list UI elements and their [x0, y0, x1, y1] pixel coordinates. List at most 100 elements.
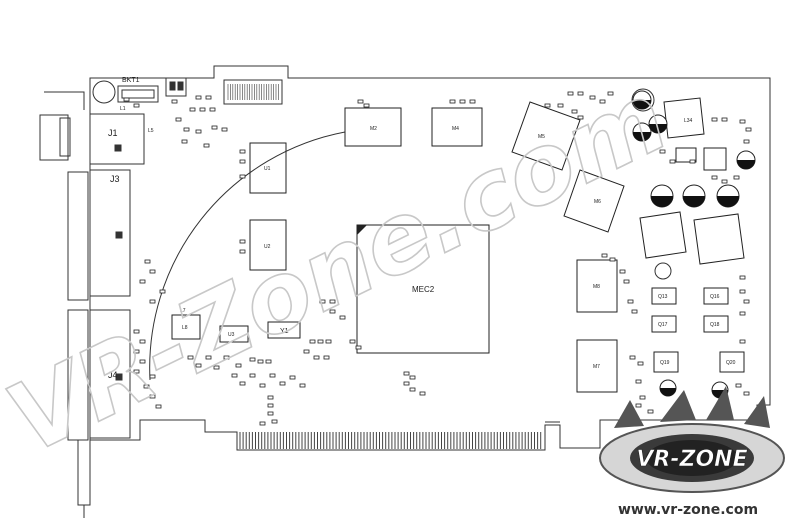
connectors [89, 113, 145, 439]
smd-part [721, 117, 728, 122]
connector-j1 [89, 113, 145, 165]
smd-part [139, 359, 146, 364]
smd-part [133, 369, 140, 374]
smd-part [155, 404, 162, 409]
label-bracket: BKT1 [122, 77, 140, 84]
smd-part [123, 97, 130, 102]
label-q18: Q18 [710, 322, 720, 328]
smd-part [339, 315, 346, 320]
smd-part [319, 299, 326, 304]
smd-part [711, 117, 718, 122]
smd-part [175, 117, 182, 122]
smd-components [123, 91, 752, 426]
smd-part [743, 299, 750, 304]
smd-part [181, 139, 188, 144]
smd-part [599, 99, 606, 104]
label-q20: Q20 [726, 360, 736, 366]
smd-part [711, 175, 718, 180]
chip-m5 [511, 101, 581, 171]
smd-part [419, 391, 426, 396]
q13 [651, 287, 677, 305]
smd-part [139, 339, 146, 344]
smd-part [271, 419, 278, 424]
label-q13: Q13 [658, 294, 668, 300]
q18 [703, 315, 729, 333]
smd-part [469, 99, 476, 104]
chip-u3 [219, 325, 249, 343]
smd-part [149, 374, 156, 379]
chip-m4 [431, 107, 483, 147]
capacitor [632, 122, 652, 142]
url-text: www.vr-zone.com [618, 502, 758, 518]
label-u1: U1 [264, 166, 271, 172]
label-l8: L8 [182, 325, 188, 331]
capacitor [716, 184, 740, 208]
smd-part [133, 103, 140, 108]
smd-part [187, 355, 194, 360]
smd-part [577, 91, 584, 96]
smd-part [279, 381, 286, 386]
smd-part [265, 359, 272, 364]
smd-part [635, 403, 642, 408]
smd-part [267, 411, 274, 416]
label-l7: L7 [180, 308, 186, 314]
smd-part [239, 381, 246, 386]
label-gpu: MEC2 [412, 285, 435, 294]
smd-part [721, 179, 728, 184]
smd-part [309, 339, 316, 344]
smd-part [323, 355, 330, 360]
chip-m6 [563, 169, 625, 233]
smd-part [235, 363, 242, 368]
smd-part [239, 159, 246, 164]
logo-text: VR-ZONE [636, 447, 747, 472]
smd-part [221, 127, 228, 132]
smd-part [144, 259, 151, 264]
smd-part [601, 253, 608, 258]
smd-part [631, 309, 638, 314]
chip-u1 [249, 142, 287, 194]
smd-part [213, 365, 220, 370]
q17 [651, 315, 677, 333]
smd-part [557, 103, 564, 108]
label-m7: M7 [593, 364, 600, 370]
smd-part [609, 257, 616, 262]
smd-part [195, 95, 202, 100]
smd-part [607, 91, 614, 96]
label-q16: Q16 [710, 294, 720, 300]
smd-part [223, 355, 230, 360]
chip-u2 [249, 219, 287, 271]
capacitor [682, 184, 706, 208]
smd-part [249, 373, 256, 378]
smd-part [349, 339, 356, 344]
smd-part [303, 349, 310, 354]
vreg-left [639, 211, 687, 259]
smd-part [409, 387, 416, 392]
capacitor [632, 90, 652, 110]
smd-part [257, 359, 264, 364]
label-j1: J1 [108, 128, 118, 138]
smd-part [329, 299, 336, 304]
smd-part [637, 361, 644, 366]
smd-part [544, 103, 551, 108]
smd-part [739, 119, 746, 124]
smd-part [195, 129, 202, 134]
smd-part [329, 309, 336, 314]
smd-part [567, 91, 574, 96]
smd-part [239, 149, 246, 154]
smd-part [211, 125, 218, 130]
connector-j3 [89, 169, 131, 297]
top-connector-pins [227, 84, 279, 100]
smd-part [239, 249, 246, 254]
smd-part [205, 95, 212, 100]
smd-part [209, 107, 216, 112]
smd-part [689, 159, 696, 164]
smd-part [259, 383, 266, 388]
smd-part [577, 115, 584, 120]
smd-part [159, 289, 166, 294]
q20 [719, 351, 745, 373]
smd-part [659, 149, 666, 154]
label-m2: M2 [370, 126, 377, 132]
smd-part [449, 99, 456, 104]
smd-part [269, 373, 276, 378]
